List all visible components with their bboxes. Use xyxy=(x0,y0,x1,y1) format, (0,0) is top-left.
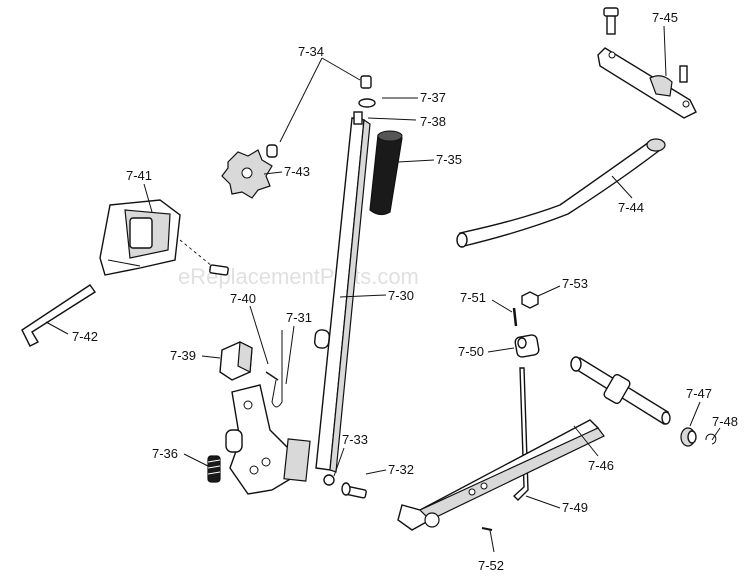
label-7-44: 7-44 xyxy=(618,200,644,215)
leader-lines xyxy=(45,25,721,553)
pivot-pin xyxy=(265,371,279,381)
cotter-pin xyxy=(481,527,493,531)
label-7-48: 7-48 xyxy=(712,414,738,429)
cap-pin-lower xyxy=(266,144,278,158)
label-7-43: 7-43 xyxy=(284,164,310,179)
compression-spring xyxy=(207,455,221,483)
star-knob xyxy=(221,149,273,199)
label-7-42: 7-42 xyxy=(72,329,98,344)
bushing xyxy=(680,427,697,447)
label-7-32: 7-32 xyxy=(388,462,414,477)
label-7-50: 7-50 xyxy=(458,344,484,359)
label-7-41: 7-41 xyxy=(126,168,152,183)
mounting-bracket xyxy=(99,199,181,276)
label-7-38: 7-38 xyxy=(420,114,446,129)
rod-collar xyxy=(514,334,540,358)
e-clip xyxy=(705,433,717,445)
label-7-51: 7-51 xyxy=(460,290,486,305)
lever-tube xyxy=(313,117,371,473)
label-7-40: 7-40 xyxy=(230,291,256,306)
hex-nut xyxy=(521,291,539,309)
label-7-45: 7-45 xyxy=(652,10,678,25)
label-7-36: 7-36 xyxy=(152,446,178,461)
washer xyxy=(358,98,376,108)
rod-bracket-plate xyxy=(597,7,697,119)
pivot-block xyxy=(219,341,253,381)
label-7-33: 7-33 xyxy=(342,432,368,447)
lever-top-pin xyxy=(353,111,363,125)
label-7-52: 7-52 xyxy=(478,558,504,573)
set-screw xyxy=(512,307,518,327)
label-7-35: 7-35 xyxy=(436,152,462,167)
lever-grip xyxy=(369,130,403,216)
lever-base-plate xyxy=(225,384,311,495)
part-labels: 7-34 7-37 7-38 7-35 7-43 7-41 7-42 7-40 … xyxy=(72,10,738,573)
label-7-34: 7-34 xyxy=(298,44,324,59)
label-7-49: 7-49 xyxy=(562,500,588,515)
lift-arm xyxy=(397,356,671,531)
label-7-47: 7-47 xyxy=(686,386,712,401)
label-7-30: 7-30 xyxy=(388,288,414,303)
cap-pin-top xyxy=(360,75,372,89)
label-7-53: 7-53 xyxy=(562,276,588,291)
shoulder-bolt xyxy=(341,482,367,499)
curved-rod xyxy=(456,138,666,248)
l-rod xyxy=(21,284,96,347)
hairpin-clip xyxy=(271,330,283,408)
label-7-39: 7-39 xyxy=(170,348,196,363)
control-rod xyxy=(512,367,529,501)
small-washer xyxy=(323,474,335,486)
bracket-bolt xyxy=(179,239,229,276)
label-7-46: 7-46 xyxy=(588,458,614,473)
label-7-37: 7-37 xyxy=(420,90,446,105)
label-7-31: 7-31 xyxy=(286,310,312,325)
